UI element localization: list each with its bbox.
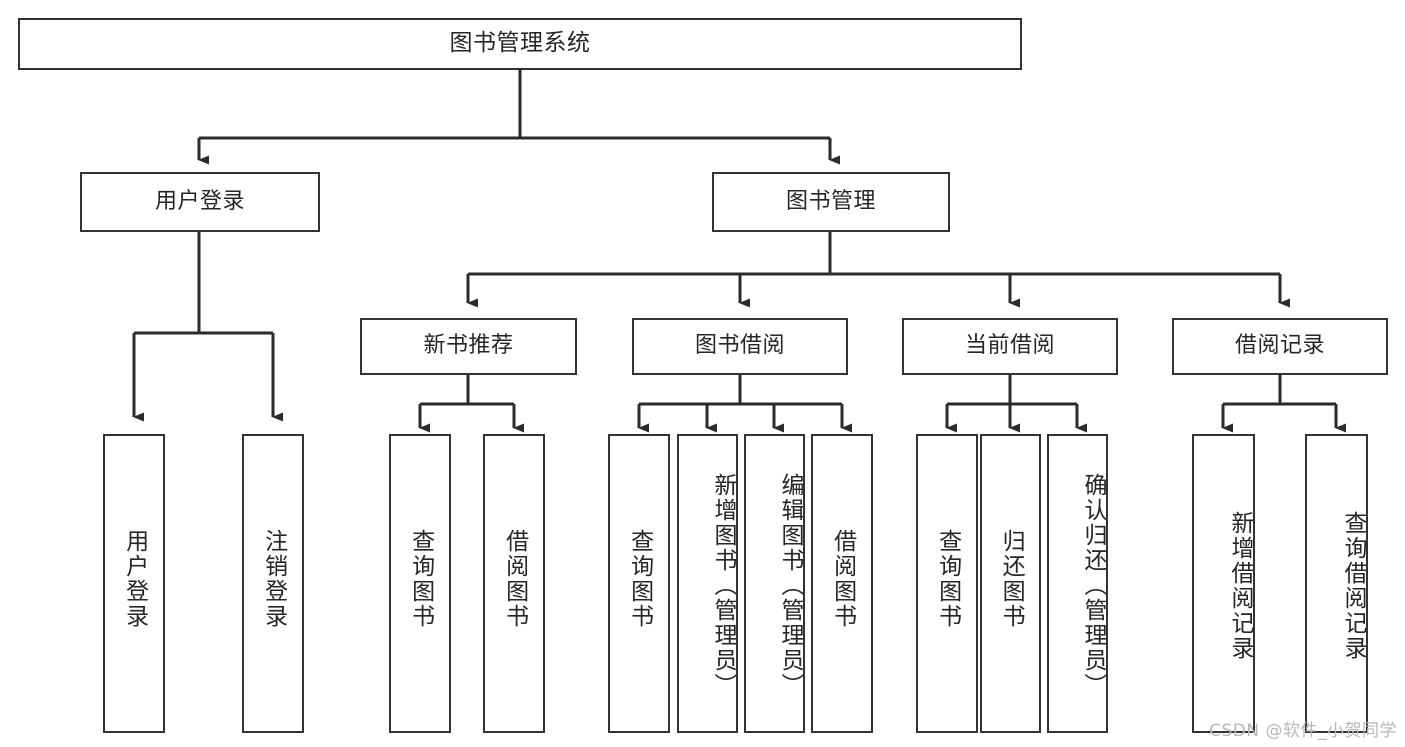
leaf-user-login[interactable]: 用户登录 [103,434,165,733]
node-label: 借阅记录 [1234,333,1325,359]
leaf-edit-book-admin[interactable]: 编辑图书（管理员） [744,434,805,733]
node-borrow-record[interactable]: 借阅记录 [1172,318,1388,375]
node-user-login[interactable]: 用户登录 [80,172,320,232]
node-label: 用户登录 [154,188,245,214]
node-label: 新增图书（管理员） [710,473,736,698]
node-label: 图书借阅 [694,333,785,359]
node-label: 确认归还（管理员） [1080,473,1106,698]
node-root-book-management-system[interactable]: 图书管理系统 [18,18,1022,70]
leaf-query-book-borrow[interactable]: 查询图书 [608,434,670,733]
leaf-query-book-recommend[interactable]: 查询图书 [389,434,451,733]
csdn-watermark: CSDN @软件_小贺同学 [1209,721,1397,741]
node-label: 借阅图书 [829,528,856,629]
node-current-borrow[interactable]: 当前借阅 [902,318,1118,375]
leaf-logout-login[interactable]: 注销登录 [242,434,304,733]
node-label: 编辑图书（管理员） [777,473,803,698]
node-label: 查询图书 [407,528,434,629]
leaf-query-borrow-record[interactable]: 查询借阅记录 [1305,434,1368,733]
node-label: 借阅图书 [501,528,528,629]
node-label: 查询图书 [626,528,653,629]
leaf-add-borrow-record[interactable]: 新增借阅记录 [1192,434,1255,733]
leaf-add-book-admin[interactable]: 新增图书（管理员） [677,434,738,733]
node-label: 用户登录 [121,528,148,629]
node-label: 注销登录 [260,528,287,629]
node-label: 当前借阅 [964,333,1055,359]
leaf-confirm-return-admin[interactable]: 确认归还（管理员） [1047,434,1108,733]
node-label: 查询图书 [934,528,961,629]
node-label: 归还图书 [998,528,1025,629]
node-label: 图书管理 [785,188,876,214]
node-book-management[interactable]: 图书管理 [712,172,950,232]
node-label: 新增借阅记录 [1227,510,1253,661]
leaf-borrow-book-recommend[interactable]: 借阅图书 [483,434,545,733]
leaf-return-book[interactable]: 归还图书 [980,434,1041,733]
node-label: 新书推荐 [423,333,514,359]
node-book-borrow[interactable]: 图书借阅 [632,318,848,375]
node-label: 图书管理系统 [449,30,591,57]
leaf-borrow-book[interactable]: 借阅图书 [811,434,873,733]
leaf-query-book-current[interactable]: 查询图书 [916,434,978,733]
node-label: 查询借阅记录 [1340,510,1366,661]
node-new-book-recommend[interactable]: 新书推荐 [360,318,577,375]
